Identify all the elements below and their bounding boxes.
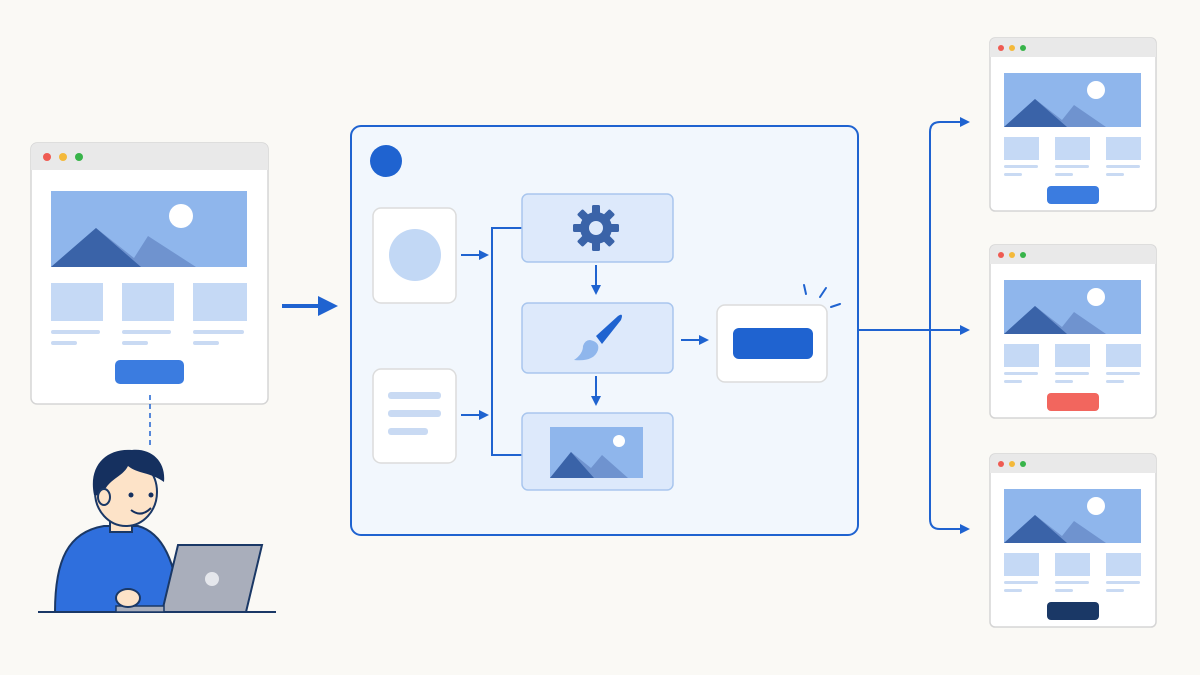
- card-placeholder: [1055, 137, 1090, 160]
- close-dot: [43, 153, 51, 161]
- text-line: [1055, 380, 1073, 383]
- text-line: [1055, 165, 1089, 168]
- text-line: [1004, 372, 1038, 375]
- text-line: [1106, 372, 1140, 375]
- person-smile: [130, 507, 152, 515]
- text-line: [122, 341, 148, 345]
- paintbrush-icon: [574, 314, 622, 361]
- hero-image-icon: [1004, 489, 1141, 543]
- card-placeholder: [1004, 137, 1039, 160]
- window-dot: [1020, 252, 1026, 258]
- window-dot: [998, 461, 1004, 467]
- image-step[interactable]: [521, 412, 674, 491]
- cta-button-navy[interactable]: [1047, 602, 1099, 620]
- maximize-dot: [75, 153, 83, 161]
- card-placeholder: [122, 283, 174, 321]
- window-dot: [1009, 252, 1015, 258]
- text-line: [388, 392, 441, 399]
- variant-page-window: [989, 453, 1157, 628]
- text-line: [388, 428, 428, 435]
- card-placeholder: [51, 283, 103, 321]
- card-placeholder: [1106, 553, 1141, 576]
- gear-icon: [573, 205, 619, 251]
- text-line: [1055, 581, 1089, 584]
- text-line: [1055, 173, 1073, 176]
- person-hand: [115, 588, 141, 608]
- window-titlebar: [990, 454, 1156, 473]
- text-line: [193, 330, 244, 334]
- window-titlebar: [990, 245, 1156, 264]
- text-line: [1106, 380, 1124, 383]
- text-line: [1004, 380, 1022, 383]
- window-dot: [1020, 461, 1026, 467]
- variant-page-window: [989, 37, 1157, 212]
- editor-panel: [350, 125, 859, 536]
- text-line: [1106, 165, 1140, 168]
- text-line: [51, 330, 100, 334]
- laptop-icon: [115, 544, 264, 613]
- card-placeholder: [1004, 344, 1039, 367]
- text-line: [1004, 589, 1022, 592]
- text-line: [51, 341, 77, 345]
- text-line: [1106, 173, 1124, 176]
- window-dot: [998, 252, 1004, 258]
- cta-button-red[interactable]: [1047, 393, 1099, 411]
- hero-image-icon: [51, 191, 247, 267]
- text-line: [193, 341, 219, 345]
- text-line: [1004, 581, 1038, 584]
- image-icon: [550, 427, 643, 478]
- cta-button-blue[interactable]: [115, 360, 184, 384]
- output-button[interactable]: [733, 328, 813, 359]
- window-titlebar: [31, 143, 268, 170]
- text-line: [1055, 372, 1089, 375]
- bracket-connector: [491, 227, 522, 456]
- person-hair: [92, 449, 165, 496]
- window-dot: [1009, 461, 1015, 467]
- fan-out-connector: [858, 117, 970, 534]
- text-line: [1055, 589, 1073, 592]
- output-card[interactable]: [716, 304, 828, 383]
- text-line: [122, 330, 171, 334]
- variant-page-window: [989, 244, 1157, 419]
- card-placeholder: [1106, 137, 1141, 160]
- sparkle-icon: [803, 284, 841, 308]
- card-placeholder: [1055, 553, 1090, 576]
- text-input-card[interactable]: [372, 368, 457, 464]
- person-at-laptop: [38, 449, 276, 613]
- text-line: [1106, 581, 1140, 584]
- style-step[interactable]: [521, 302, 674, 374]
- settings-step[interactable]: [521, 193, 674, 263]
- variant-pages: [989, 37, 1157, 628]
- hero-image-icon: [1004, 280, 1141, 334]
- card-placeholder: [1106, 344, 1141, 367]
- text-line: [1106, 589, 1124, 592]
- status-dot-icon: [370, 145, 402, 177]
- card-placeholder: [1055, 344, 1090, 367]
- circle-icon: [389, 229, 441, 281]
- source-page-window: [30, 142, 269, 405]
- minimize-dot: [59, 153, 67, 161]
- card-placeholder: [1004, 553, 1039, 576]
- window-dot: [998, 45, 1004, 51]
- image-input-card[interactable]: [372, 207, 457, 304]
- window-dot: [1020, 45, 1026, 51]
- text-line: [1004, 165, 1038, 168]
- text-line: [1004, 173, 1022, 176]
- card-placeholder: [193, 283, 247, 321]
- window-titlebar: [990, 38, 1156, 57]
- text-line: [388, 410, 441, 417]
- cta-button-blue[interactable]: [1047, 186, 1099, 204]
- window-dot: [1009, 45, 1015, 51]
- hero-image-icon: [1004, 73, 1141, 127]
